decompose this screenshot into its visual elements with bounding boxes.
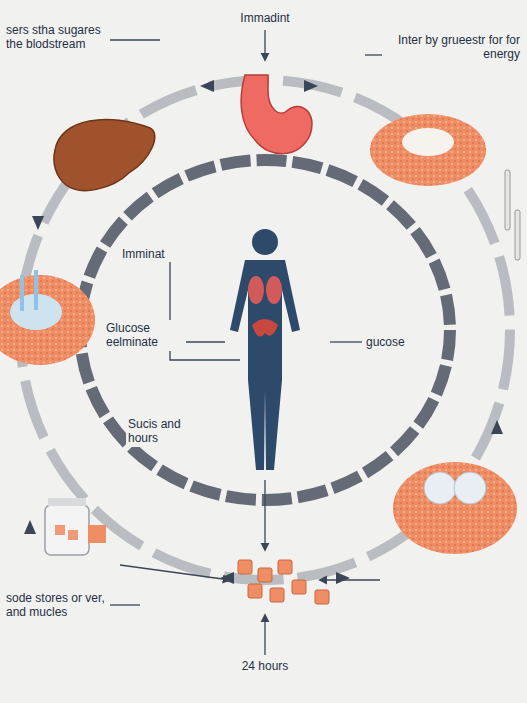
body-label: gucose (364, 334, 424, 350)
callout-label: Inter by grueestr for for energy (384, 32, 522, 63)
body-label: Glucose eelminate (104, 320, 186, 351)
body-label: Imminat (120, 246, 190, 262)
sponge-disk (370, 114, 486, 186)
liver-illustration (54, 119, 155, 190)
jar (45, 498, 106, 555)
callout-label: sode stores or ver, and mucles (4, 590, 110, 621)
human-figure (230, 229, 300, 470)
stomach-illustration (241, 75, 312, 154)
sugar-cubes (238, 560, 329, 604)
time-label: 24 hours (232, 658, 298, 674)
callout-label: Immadint (232, 10, 298, 26)
inner-ring (80, 160, 450, 500)
callout-label: sers stha sugares the blodstream (4, 22, 110, 53)
body-label: Sucis and hours (126, 416, 196, 447)
sponge-disk (393, 462, 517, 554)
sponge-disk (0, 270, 95, 365)
